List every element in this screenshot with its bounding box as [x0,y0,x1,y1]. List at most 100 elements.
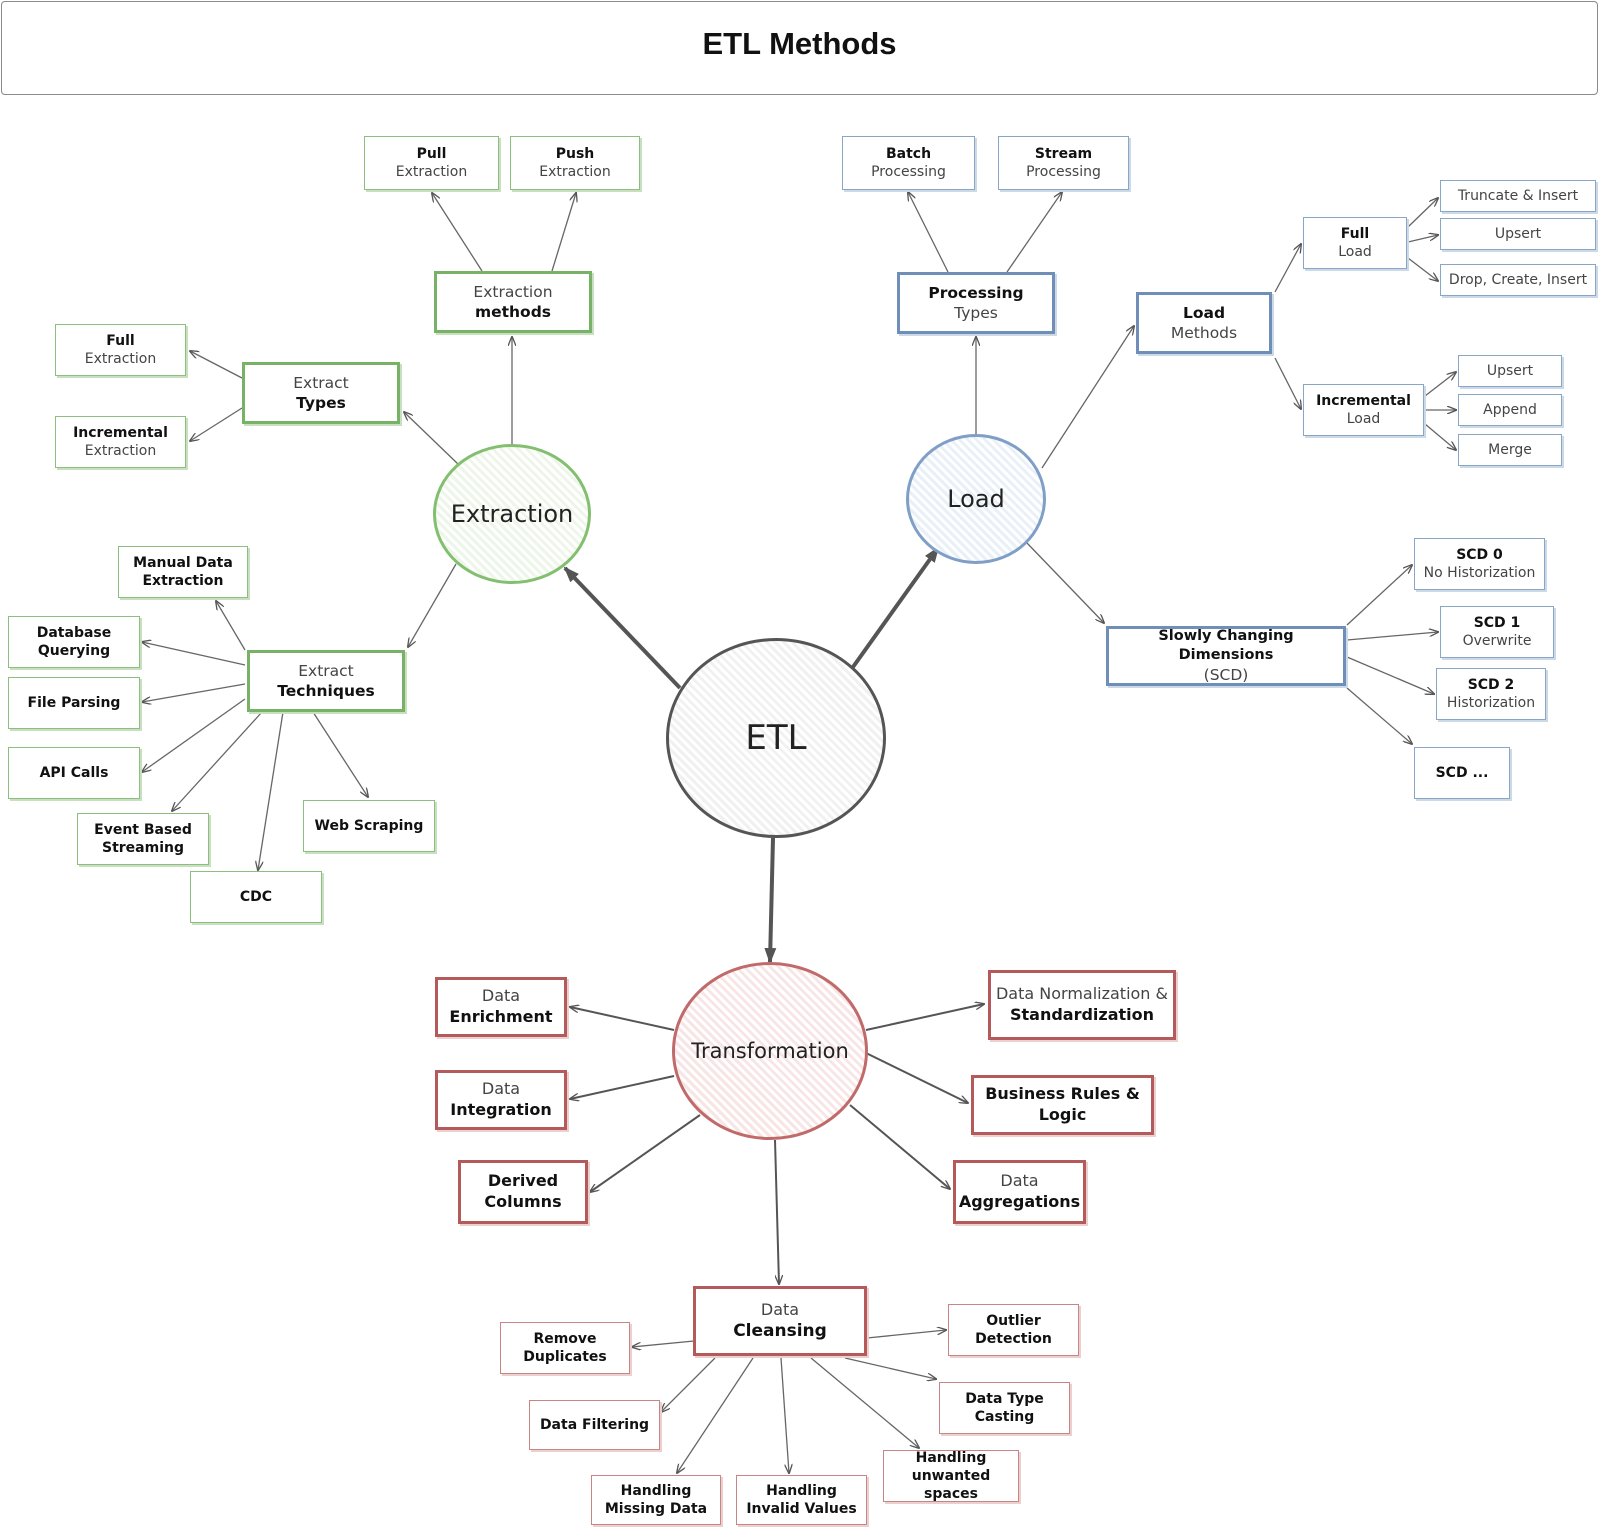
handling-unwanted-spaces-node: Handling unwanted spaces [883,1450,1019,1502]
full-extraction-node: Full Extraction [55,324,186,376]
scd-node: Slowly Changing Dimensions (SCD) [1106,626,1346,686]
node-line-1: Extraction [473,282,553,301]
node-line-1: Handling [620,1482,692,1499]
node-line-2: Cleansing [733,1321,827,1342]
extract-types-node: Extract Types [242,362,400,424]
node-line-1: Upsert [1486,362,1534,379]
node-line-1: Merge [1488,441,1532,458]
node-line-1: Data [481,1079,521,1099]
node-line-1: Processing [928,283,1024,302]
node-line-2: Casting [974,1409,1035,1425]
node-line-2: Processing [871,164,946,180]
node-line-1: Event Based [94,821,192,838]
node-line-1: Truncate & Insert [1457,187,1579,204]
full-load-node: Full Load [1303,217,1407,269]
node-line-1: Incremental [73,424,168,441]
handling-missing-data-node: Handling Missing Data [591,1475,721,1525]
scd2-node: SCD 2 Historization [1436,668,1546,720]
pull-extraction-node: Pull Extraction [364,136,499,190]
node-line-1: Pull [416,145,447,162]
node-line-1: Business Rules & [985,1084,1140,1104]
node-line-1: Data [760,1299,800,1319]
truncate-insert-node: Truncate & Insert [1440,180,1596,212]
remove-duplicates-node: Remove Duplicates [500,1322,630,1374]
node-line-1: Outlier Detection [975,1312,1052,1347]
event-based-streaming-node: Event Based Streaming [77,813,209,865]
node-line-1: Database [36,624,112,641]
push-extraction-node: Push Extraction [510,136,640,190]
node-line-2: Logic [1038,1105,1087,1124]
outlier-detection-node: Outlier Detection [948,1304,1079,1356]
title-box: ETL Methods [1,1,1598,95]
node-line-2: Methods [1170,324,1238,342]
node-line-1: CDC [239,888,273,905]
node-line-2: Streaming [102,840,184,856]
node-line-2: Load [1346,411,1381,427]
extraction-methods-node: Extraction methods [434,271,592,333]
node-line-1: Data Type [965,1390,1044,1407]
node-line-1: Incremental [1316,392,1411,409]
web-scraping-node: Web Scraping [303,800,435,852]
node-line-1: API Calls [39,764,109,781]
data-aggregations-node: Data Aggregations [953,1160,1086,1224]
data-normalization-node: Data Normalization & Standardization [988,970,1176,1040]
database-querying-node: Database Querying [8,616,140,668]
data-type-casting-node: Data Type Casting [939,1382,1070,1434]
node-line-2: Processing [1026,164,1101,180]
edge-etl-extraction [563,566,682,690]
etl-hub-label: ETL [745,718,807,758]
business-rules-node: Business Rules & Logic [971,1075,1154,1135]
node-line-1: Web Scraping [314,817,424,834]
node-line-1: SCD 1 [1473,614,1521,631]
node-line-2: Types [954,304,998,322]
extraction-hub-label: Extraction [450,500,574,528]
node-line-1: Derived [487,1171,559,1191]
node-line-2: No Historization [1423,565,1536,581]
node-line-2: Extraction [84,443,157,459]
node-line-2: methods [474,303,552,321]
append-node: Append [1458,394,1562,426]
file-parsing-node: File Parsing [8,677,140,729]
node-line-2: Types [296,394,346,412]
node-line-2: Extraction [395,164,468,180]
node-line-1: Load [1182,303,1226,322]
manual-data-extraction-node: Manual Data Extraction [118,546,248,598]
node-line-1: Remove [533,1330,597,1347]
node-line-1: Upsert [1494,225,1542,242]
node-line-1: Full [1340,225,1370,242]
node-line-2: Extraction [84,351,157,367]
page-title: ETL Methods [702,26,897,61]
node-line-1: Handling [915,1449,987,1466]
data-integration-node: Data Integration [435,1070,567,1130]
transformation-hub-label: Transformation [691,1039,849,1063]
extract-techniques-node: Extract Techniques [247,650,405,712]
node-line-1: Data Filtering [539,1416,650,1433]
node-line-1: Data [1000,1171,1039,1191]
node-line-2: (SCD) [1203,665,1249,684]
node-line-2: Enrichment [449,1007,553,1026]
derived-columns-node: Derived Columns [458,1160,588,1224]
incremental-load-node: Incremental Load [1303,384,1424,436]
batch-processing-node: Batch Processing [842,136,975,190]
etl-hub: ETL [666,638,886,838]
node-line-2: Load [1338,244,1372,260]
node-line-1: Slowly Changing Dimensions [1158,628,1294,663]
node-line-1: Data [481,986,521,1006]
node-line-2: Columns [484,1192,562,1211]
stream-processing-node: Stream Processing [998,136,1129,190]
node-line-1: Manual Data [133,554,233,571]
extraction-hub: Extraction [433,444,591,584]
node-line-1: Extract [293,373,349,392]
data-cleansing-node: Data Cleansing [693,1286,867,1356]
node-line-2: Extraction [142,573,224,589]
node-line-2: Overwrite [1462,633,1532,649]
node-line-1: Stream [1034,145,1093,162]
api-calls-node: API Calls [8,747,140,799]
node-line-1: Data Normalization & [995,984,1169,1004]
scd0-node: SCD 0 No Historization [1414,538,1545,590]
load-methods-node: Load Methods [1136,292,1272,354]
node-line-1: Full [106,332,135,349]
node-line-2: unwanted spaces [911,1467,991,1503]
node-line-1: SCD ... [1435,764,1489,781]
